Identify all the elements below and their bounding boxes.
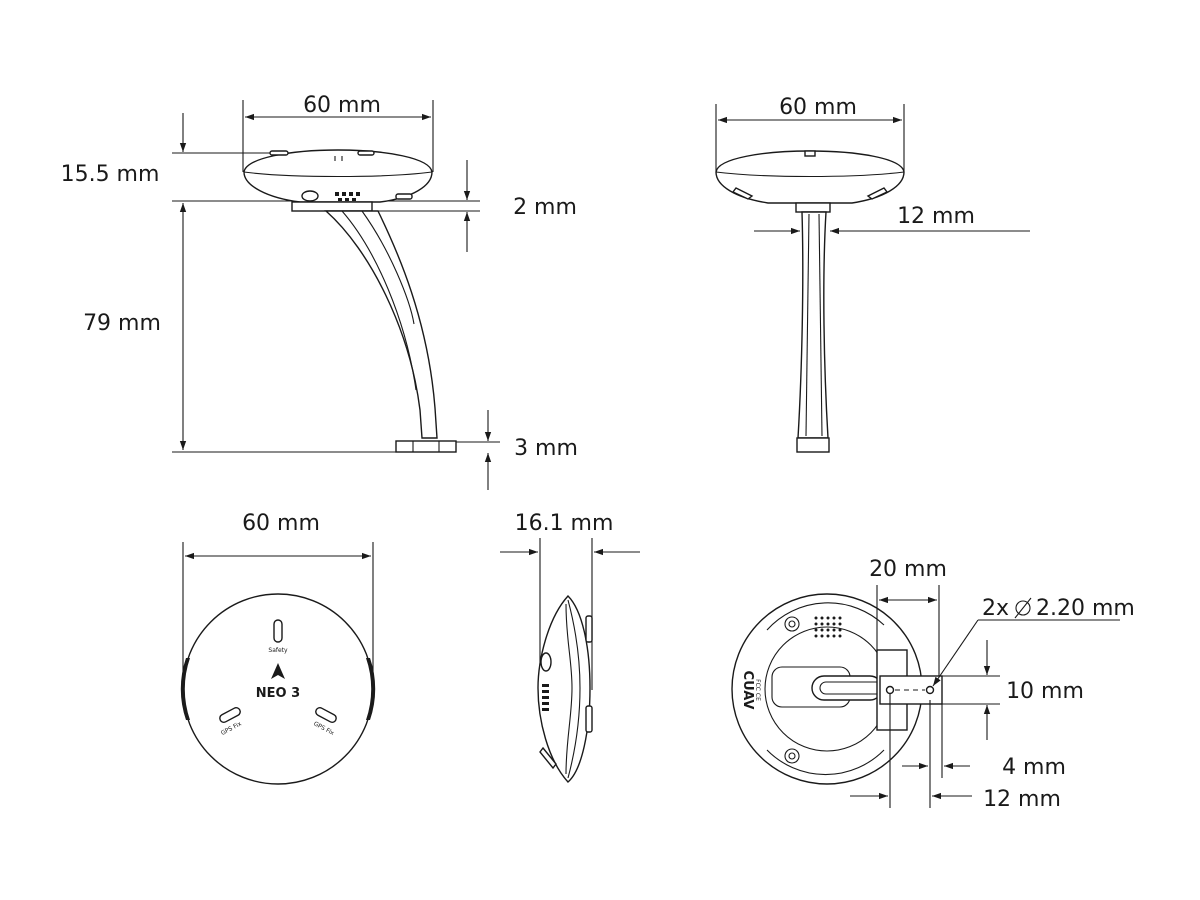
direction-arrow-icon — [271, 663, 285, 679]
base-thickness-label: 3 mm — [514, 436, 578, 461]
offset-large-label: 12 mm — [983, 787, 1061, 812]
hole-pitch-label: 10 mm — [1006, 679, 1084, 704]
vent-grid — [814, 616, 842, 638]
hole-count-label: 2x — [982, 596, 1009, 621]
offset-small-label: 4 mm — [1002, 755, 1066, 780]
module-height-label: 15.5 mm — [61, 162, 160, 187]
base-side — [395, 440, 457, 453]
safety-led — [273, 619, 283, 643]
side-view: 60 mm 15.5 mm 2 mm 79 mm 3 mm — [61, 93, 578, 490]
mount-plate-side — [291, 201, 373, 212]
mast-side — [324, 210, 438, 439]
front-width-label: 60 mm — [779, 95, 857, 120]
cert-text: FCC CE — [754, 679, 761, 701]
mast-width-label: 12 mm — [897, 204, 975, 229]
hole-diameter-label: 2.20 mm — [1036, 596, 1135, 621]
top-view: Safety NEO 3 GPS Fix GPS Fix 60 mm — [180, 511, 376, 785]
gps-led-right — [315, 707, 337, 723]
top-diameter-label: 60 mm — [242, 511, 320, 536]
logo-text: CUAV — [740, 671, 755, 710]
mast-height-label: 79 mm — [83, 311, 161, 336]
hole-spacing-label: 20 mm — [869, 557, 947, 582]
safety-label: Safety — [268, 647, 288, 654]
width-label: 60 mm — [303, 93, 381, 118]
front-view: 12 mm 60 mm — [715, 95, 1030, 453]
edge-thickness-label: 16.1 mm — [515, 511, 614, 536]
brand-label: NEO 3 — [256, 686, 300, 701]
bottom-view: CUAV FCC CE 2x 2.20 mm 20 mm 10 mm 4 mm … — [731, 557, 1135, 812]
mount-thickness-label: 2 mm — [513, 195, 577, 220]
mount-stem-bottom — [811, 675, 883, 701]
gps-led-left — [219, 707, 241, 723]
mast-front — [797, 211, 829, 439]
edge-view: 16.1 mm — [500, 511, 640, 783]
